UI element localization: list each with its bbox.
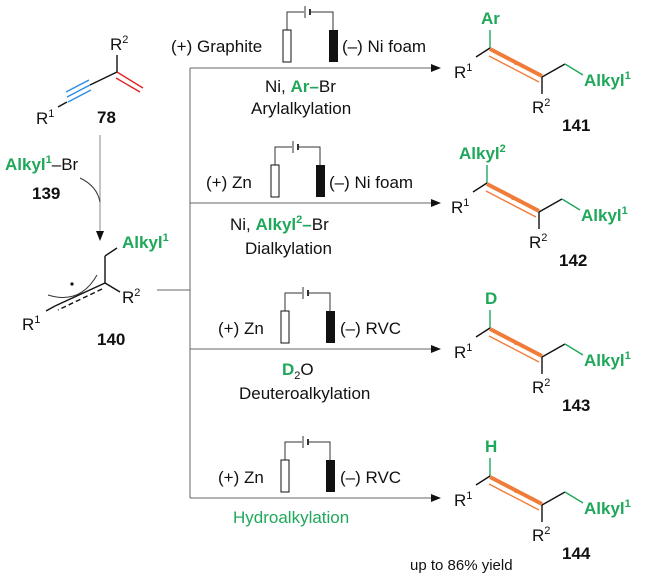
conditions-arylalkylation: (+) Graphite (–) Ni foam Ni, Ar–Br Aryla… xyxy=(171,6,426,118)
svg-text:R2: R2 xyxy=(532,97,550,117)
svg-text:(–) Ni foam: (–) Ni foam xyxy=(329,173,413,192)
svg-text:R2: R2 xyxy=(122,287,140,307)
r2-label: R2 xyxy=(110,34,128,54)
product-142: Alkyl2 R1 Alkyl1 R2 142 xyxy=(451,143,628,270)
svg-text:Alkyl1: Alkyl1 xyxy=(122,232,169,252)
electrochemical-cell-icon xyxy=(280,436,335,493)
alkyne-bond xyxy=(66,84,91,98)
svg-text:(–) RVC: (–) RVC xyxy=(340,468,401,487)
curved-arrow xyxy=(79,177,101,203)
electrochemical-cell-icon xyxy=(280,287,335,344)
electrochemical-cell-icon xyxy=(282,6,338,63)
product-143: D R1 Alkyl1 R2 143 xyxy=(454,289,631,415)
reagent-139: Alkyl1–Br 139 xyxy=(5,154,79,203)
svg-text:R1: R1 xyxy=(454,490,472,510)
compound-label: 78 xyxy=(97,108,116,127)
svg-text:R2: R2 xyxy=(532,525,550,545)
svg-text:(–) RVC: (–) RVC xyxy=(340,319,401,338)
conditions-dialkylation: (+) Zn (–) Ni foam Ni, Alkyl2–Br Dialkyl… xyxy=(206,141,413,258)
compound-label: 141 xyxy=(562,116,590,135)
r1-label: R1 xyxy=(36,108,54,128)
svg-text:(+) Zn: (+) Zn xyxy=(218,468,264,487)
svg-text:Ni, Alkyl2–Br: Ni, Alkyl2–Br xyxy=(230,214,329,234)
conditions-deuteroalkylation: (+) Zn (–) RVC D2O Deuteroalkylation xyxy=(218,287,401,403)
intermediate-140: Alkyl1 R2 R1 140 xyxy=(22,232,169,349)
svg-text:(+) Graphite: (+) Graphite xyxy=(171,37,262,56)
svg-text:Alkyl1: Alkyl1 xyxy=(584,350,631,370)
svg-text:Alkyl1–Br: Alkyl1–Br xyxy=(5,154,79,174)
alkene-bond xyxy=(116,71,144,89)
product-144: H R1 Alkyl1 R2 144 xyxy=(454,437,631,563)
svg-text:140: 140 xyxy=(97,330,125,349)
svg-text:R1: R1 xyxy=(451,197,469,217)
svg-text:Alkyl1: Alkyl1 xyxy=(584,70,631,90)
conditions-hydroalkylation: (+) Zn (–) RVC Hydroalkylation xyxy=(218,436,401,527)
svg-text:Hydroalkylation: Hydroalkylation xyxy=(233,508,349,527)
product-top-substituent: D xyxy=(485,289,497,308)
compound-label: 143 xyxy=(562,396,590,415)
svg-text:Alkyl1: Alkyl1 xyxy=(584,498,631,518)
product-top-substituent: Ar xyxy=(481,9,500,28)
svg-text:R2: R2 xyxy=(532,377,550,397)
svg-text:Ni, Ar–Br: Ni, Ar–Br xyxy=(265,77,336,96)
svg-text:R2: R2 xyxy=(529,232,547,252)
svg-text:R1: R1 xyxy=(454,62,472,82)
svg-text:D2O: D2O xyxy=(282,360,314,382)
svg-text:139: 139 xyxy=(32,184,60,203)
svg-text:R1: R1 xyxy=(22,314,40,334)
compound-label: 144 xyxy=(562,544,591,563)
svg-text:(–) Ni foam: (–) Ni foam xyxy=(342,37,426,56)
yield-note: up to 86% yield xyxy=(410,557,513,574)
product-top-substituent: Alkyl2 xyxy=(459,143,506,163)
compound-78: R2 R1 78 xyxy=(36,34,144,128)
electrochemical-cell-icon xyxy=(270,141,325,198)
product-top-substituent: H xyxy=(485,437,497,456)
svg-text:(+) Zn: (+) Zn xyxy=(218,319,264,338)
product-141: Ar R1 Alkyl1 R2 141 xyxy=(454,9,631,135)
compound-label: 142 xyxy=(559,251,587,270)
svg-text:(+) Zn: (+) Zn xyxy=(206,173,252,192)
svg-text:Alkyl1: Alkyl1 xyxy=(581,205,628,225)
svg-text:Dialkylation: Dialkylation xyxy=(245,239,332,258)
radical-dot xyxy=(70,282,74,286)
svg-text:Arylalkylation: Arylalkylation xyxy=(251,99,351,118)
svg-text:R1: R1 xyxy=(454,342,472,362)
svg-text:Deuteroalkylation: Deuteroalkylation xyxy=(239,384,370,403)
